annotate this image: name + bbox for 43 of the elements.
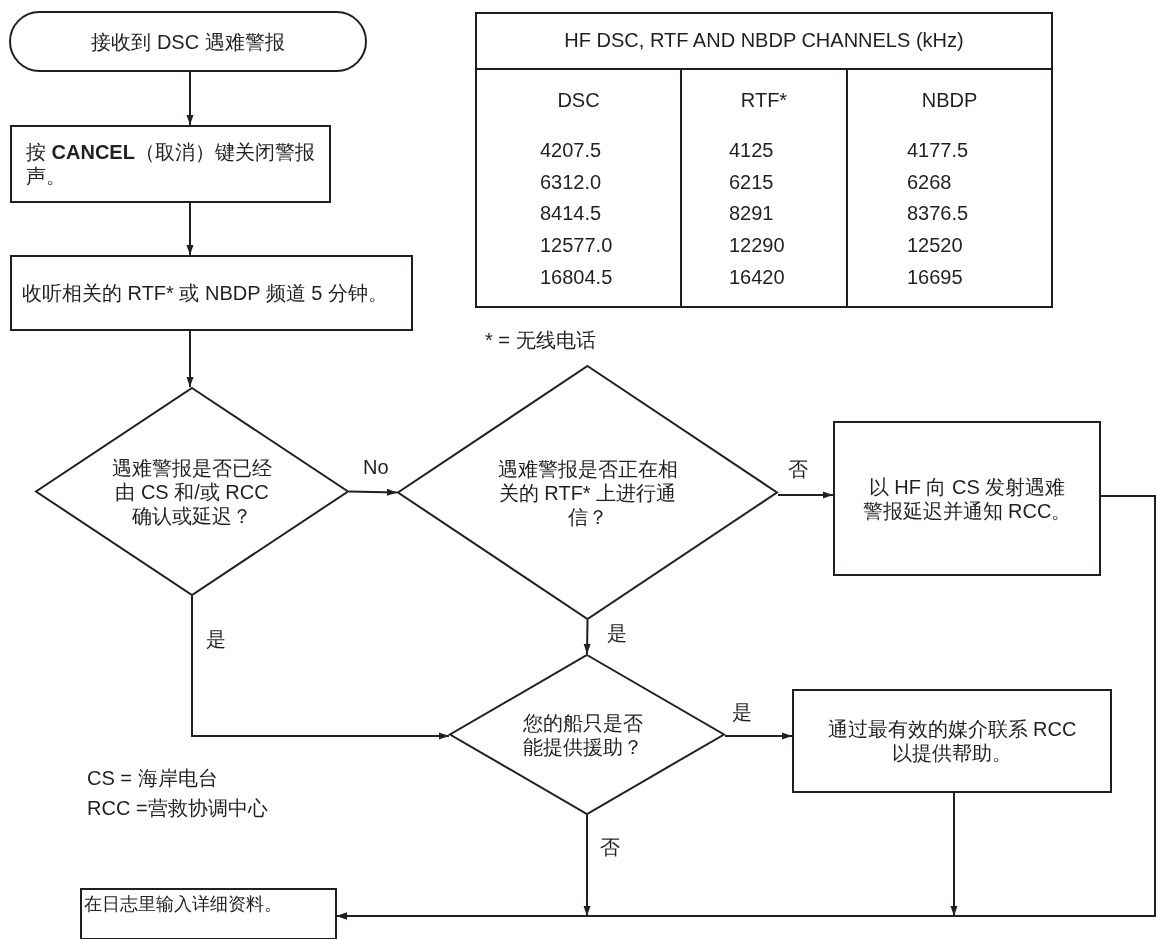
arrow	[186, 330, 194, 388]
table-cell: 6312.0	[540, 170, 602, 194]
table-cell: 12520	[907, 233, 963, 257]
process-box: 按 CANCEL（取消）键关闭警报声。	[10, 125, 331, 203]
column-header: NBDP	[921, 88, 978, 112]
table-cell: 4125	[729, 138, 774, 162]
process-box: 收听相关的 RTF* 或 NBDP 频道 5 分钟。	[10, 255, 413, 331]
arrow	[191, 595, 450, 740]
edge-label: 否	[786, 458, 810, 480]
table-cell: 4207.5	[540, 138, 602, 162]
table-cell: 16804.5	[540, 265, 613, 289]
edge-label: 是	[730, 701, 754, 723]
table-cell: 12577.0	[540, 233, 613, 257]
decision-diamond: 遇难警报是否已经由 CS 和/或 RCC 确认或延迟？	[35, 387, 349, 596]
table-cell: 8376.5	[907, 201, 969, 225]
table-cell: 8291	[729, 201, 774, 225]
table-cell: 4177.5	[907, 138, 969, 162]
arrow	[583, 619, 591, 655]
edge-label: 是	[605, 622, 629, 644]
table-cell: 16695	[907, 265, 963, 289]
arrow	[348, 488, 398, 496]
column-header: DSC	[557, 88, 600, 112]
edge-label: 否	[598, 836, 622, 858]
edge-label: 是	[204, 628, 228, 650]
arrow	[777, 491, 834, 499]
table-cell: 6268	[907, 170, 952, 194]
decision-diamond: 您的船只是否能提供援助？	[449, 654, 725, 815]
process-box: 在日志里输入详细资料。	[80, 888, 337, 939]
start-terminal: 接收到 DSC 遇难警报	[9, 11, 367, 72]
abbreviation-note: RCC =营救协调中心	[87, 796, 268, 820]
column-header: RTF*	[740, 88, 788, 112]
arrow	[724, 732, 793, 740]
decision-diamond: 遇难警报是否正在相关的 RTF* 上进行通信？	[397, 365, 778, 620]
process-box: 以 HF 向 CS 发射遇难警报延迟并通知 RCC。	[833, 421, 1101, 576]
arrow	[186, 202, 194, 256]
table-cell: 6215	[729, 170, 774, 194]
process-box: 通过最有效的媒介联系 RCC 以提供帮助。	[792, 689, 1112, 793]
abbreviation-note: CS = 海岸电台	[87, 766, 218, 790]
table-cell: 8414.5	[540, 201, 602, 225]
table-title: HF DSC, RTF AND NBDP CHANNELS (kHz)	[564, 28, 964, 52]
arrow	[186, 71, 194, 126]
table-cell: 12290	[729, 233, 785, 257]
table-cell: 16420	[729, 265, 785, 289]
